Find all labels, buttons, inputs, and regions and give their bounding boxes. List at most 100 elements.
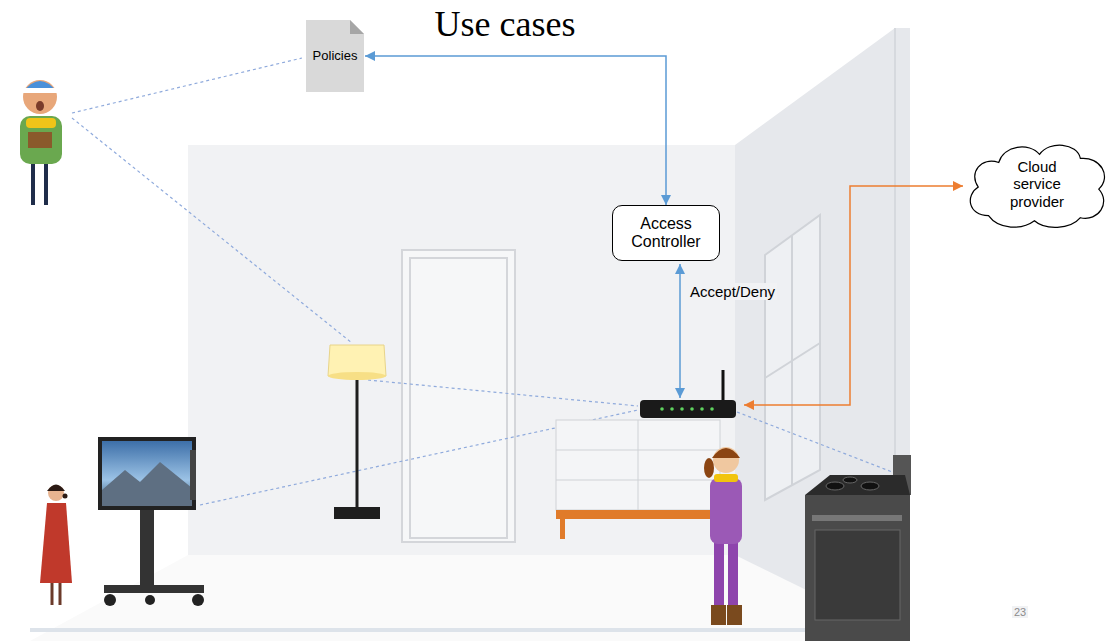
lamp-part [328,372,386,380]
access-link-part [679,264,681,398]
room-part [30,555,910,641]
person-girl-part [713,447,739,473]
router-part [670,407,674,411]
dresser-part [556,480,720,481]
tv-part [140,510,154,590]
person-girl-part [714,540,724,610]
tv-part [192,594,204,606]
dotted-link-part [368,380,638,406]
person-girl-part [704,458,714,478]
room-part [188,145,735,555]
dresser-part [556,510,720,519]
dotted-link [72,58,900,505]
router-part [710,407,714,411]
person-woman-part [59,580,62,605]
door [402,250,515,542]
node-text: Cloud service provider [996,158,1078,210]
person-woman [40,485,72,606]
stove-part [826,482,844,490]
dotted-link-part [72,118,352,343]
lamp-part [328,345,386,376]
dresser-part [556,420,720,510]
lamp-part [356,378,359,508]
person-man-part [20,116,62,164]
signal-label: Accept/Deny [688,283,777,300]
cloud-shape: Cloud service provider [963,138,1111,230]
person-woman-part [51,580,54,605]
tv-part [145,595,155,605]
router-part [660,407,664,411]
document-icon: Policies [306,20,364,92]
tv-part [102,441,192,506]
stove-part [805,495,910,641]
document-fold [350,20,364,34]
lamp-part [334,507,380,519]
door-part [402,250,515,542]
dresser-part [560,519,565,539]
person-man-part [26,118,56,128]
process-box: Access Controller [612,205,720,261]
person-girl-part [712,448,740,458]
page-number: 23 [1012,606,1028,618]
node-content: Cloud service provider [963,138,1111,230]
cloud-outline-path [970,145,1104,227]
person-girl-part [710,478,742,544]
person-woman-part [63,494,68,499]
person-woman-part [47,485,65,492]
dresser [556,420,720,539]
connector [365,56,666,205]
person-man-part [28,132,52,148]
person-girl-part [714,474,738,482]
tv-part [98,437,196,510]
stove-part [812,515,902,521]
person-man-part [31,160,35,205]
person-girl [704,447,742,625]
stove-part [861,482,879,490]
router-part [680,407,684,411]
node-content: Policies [306,20,364,92]
tv-part [104,585,204,593]
person-man-part [44,160,48,205]
room [30,28,910,641]
person-woman-part [40,503,72,583]
person-woman-part [48,485,64,501]
tv-part [104,594,116,606]
dotted-link-part [72,58,302,113]
window-part [765,215,820,500]
person-man-part [36,101,44,111]
dresser-part [638,420,639,510]
stove [805,455,911,641]
person-man-part [23,80,57,114]
room-part [735,28,910,641]
person-man-part [22,88,58,93]
node-text: Policies [313,49,358,64]
person-girl-part [727,605,742,625]
document-page [306,20,364,92]
router-part [640,400,736,418]
title: Use cases [435,6,576,42]
router-part [700,407,704,411]
access-link [680,264,681,398]
lamp [328,345,386,519]
dotted-link-part [737,412,900,475]
door-part [410,258,507,538]
tv-part [190,450,196,500]
tv-part [102,462,192,506]
dresser-part [556,450,720,451]
stove-part [805,475,910,495]
node-text: Access Controller [618,215,714,252]
tv [98,437,204,606]
person-man-part [23,81,57,92]
node-content: Access Controller [613,206,719,260]
window [765,215,820,500]
stove-part [815,530,900,620]
router-part [690,407,694,411]
stove-part [843,477,857,483]
window-part [765,343,820,378]
router [640,370,736,418]
router-part [722,370,725,402]
person-girl-part [728,540,738,610]
